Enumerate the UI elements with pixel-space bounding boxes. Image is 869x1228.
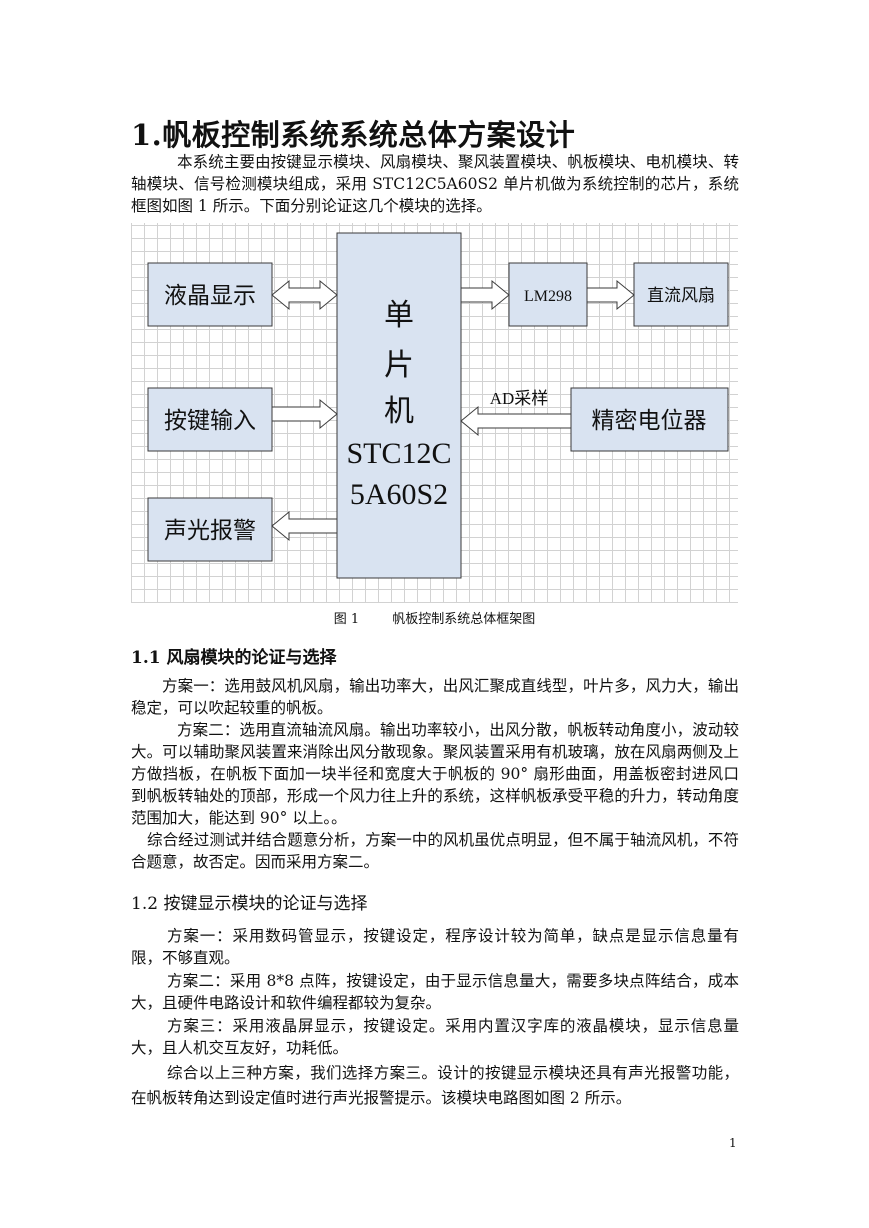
arrow-driver-fan	[586, 279, 635, 311]
ad-sampling-label: AD采样	[490, 389, 549, 408]
section-1-1-conclusion: 综合经过测试并结合题意分析，方案一中的风机虽优点明显，但不属于轴流风机，不符合题…	[131, 831, 739, 871]
main-heading: 1.帆板控制系统系统总体方案设计	[131, 118, 576, 152]
section-1-1-plan-1: 方案一：选用鼓风机风扇，输出功率大，出风汇聚成直线型，叶片多，风力大，输出稳定，…	[131, 677, 739, 717]
figure-caption: 图 1 帆板控制系统总体框架图	[333, 612, 536, 627]
section-1-2-plan-2: 方案二：采用 8*8 点阵，按键设定，由于显示信息量大，需要多块点阵结合，成本大…	[131, 972, 739, 1012]
mcu-box	[336, 232, 462, 579]
arrow-mcu-driver	[460, 279, 510, 311]
driver-box	[508, 262, 588, 327]
fan-label: 直流风扇	[647, 286, 715, 305]
pot-box	[570, 387, 729, 452]
intro-paragraph: 本系统主要由按键显示模块、风扇模块、聚风装置模块、帆板模块、电机模块、转轴模块、…	[131, 153, 739, 215]
section-1-2-conclusion: 综合以上三种方案，我们选择方案三。设计的按键显示模块还具有声光报警功能，在帆板转…	[131, 1064, 739, 1107]
system-block-diagram: 单 片 机 STC12C 5A60S2 液晶显示 按键输入 声光报警 LM298…	[131, 223, 738, 603]
driver-label: LM298	[524, 288, 572, 305]
section-1-2-title: 1.2 按键显示模块的论证与选择	[131, 894, 368, 914]
section-1-1-title: 1.1 风扇模块的论证与选择	[131, 648, 337, 668]
page-number: 1	[729, 1136, 737, 1150]
section-1-2-plan-3: 方案三：采用液晶屏显示，按键设定。采用内置汉字库的液晶模块，显示信息量大，且人机…	[131, 1017, 739, 1057]
section-1-2-plan-1: 方案一：采用数码管显示，按键设定，程序设计较为简单，缺点是显示信息量有限，不够直…	[131, 927, 739, 967]
arrow-pot-mcu	[460, 405, 572, 437]
arrow-mcu-alarm	[271, 510, 338, 542]
section-1-1-plan-2: 方案二：选用直流轴流风扇。输出功率较小，出风分散，帆板转动角度小，波动较大。可以…	[131, 721, 739, 827]
fan-box	[633, 262, 729, 327]
mcu-label-3: 机	[384, 395, 414, 428]
arrow-keys-mcu	[271, 398, 338, 430]
block-diagram-svg: 单 片 机 STC12C 5A60S2 液晶显示 按键输入 声光报警 LM298…	[147, 232, 729, 579]
lcd-box	[147, 262, 273, 327]
lcd-label: 液晶显示	[164, 283, 256, 308]
alarm-label: 声光报警	[164, 518, 256, 543]
keys-label: 按键输入	[164, 408, 256, 433]
mcu-label-5: 5A60S2	[350, 478, 448, 511]
alarm-box	[147, 497, 273, 562]
mcu-label-1: 单	[384, 299, 414, 332]
arrow-lcd-mcu	[271, 279, 338, 311]
keys-box	[147, 387, 273, 452]
pot-label: 精密电位器	[592, 408, 707, 433]
mcu-label-4: STC12C	[346, 437, 451, 470]
mcu-label-2: 片	[384, 349, 414, 382]
